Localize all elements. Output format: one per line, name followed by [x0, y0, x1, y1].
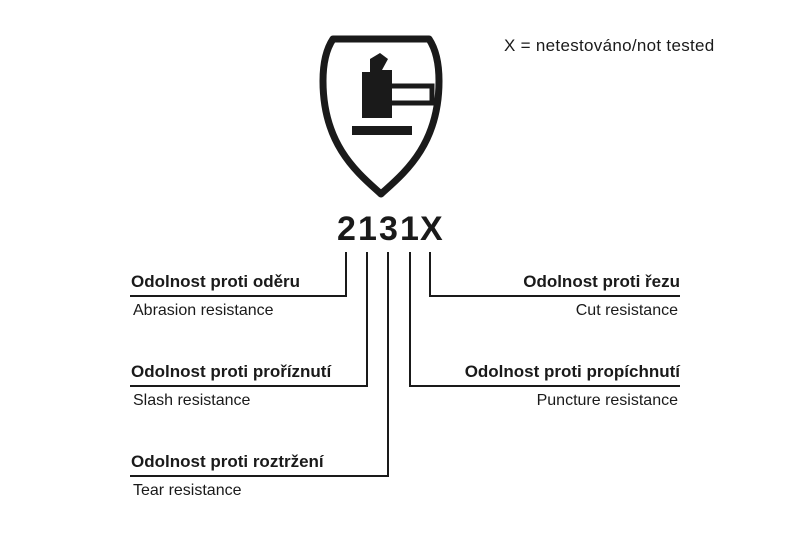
underline-puncture [409, 385, 680, 387]
rating-digit-puncture: 1 [400, 210, 419, 248]
not-tested-note: X = netestováno/not tested [504, 36, 715, 55]
rating-digit-cut: X [420, 210, 443, 248]
shield-icon [319, 35, 443, 198]
label-slash-cs: Odolnost proti proříznutí [131, 362, 332, 381]
connector-line-puncture [409, 252, 411, 387]
underline-tear [130, 475, 389, 477]
connector-line-tear [387, 252, 389, 477]
label-cut-en: Cut resistance [575, 302, 678, 319]
rating-digit-abrasion: 2 [337, 210, 356, 248]
connector-line-abrasion [345, 252, 347, 297]
abrasion-hammer-icon [352, 53, 435, 135]
label-slash-en: Slash resistance [133, 392, 251, 409]
label-abrasion-cs: Odolnost proti oděru [131, 272, 301, 291]
label-tear-cs: Odolnost proti roztržení [131, 452, 324, 471]
rating-digit-tear: 3 [379, 210, 398, 248]
underline-cut [429, 295, 680, 297]
underline-slash [130, 385, 368, 387]
label-puncture-cs: Odolnost proti propíchnutí [464, 362, 680, 381]
label-abrasion-en: Abrasion resistance [133, 302, 274, 319]
label-cut-cs: Odolnost proti řezu [523, 272, 680, 291]
label-tear-en: Tear resistance [133, 482, 242, 499]
label-puncture-en: Puncture resistance [536, 392, 678, 409]
underline-abrasion [130, 295, 347, 297]
rating-code: 2 1 3 1 X [336, 210, 443, 248]
connector-line-slash [366, 252, 368, 387]
connector-line-cut [429, 252, 431, 297]
rating-digit-slash: 1 [358, 210, 377, 248]
